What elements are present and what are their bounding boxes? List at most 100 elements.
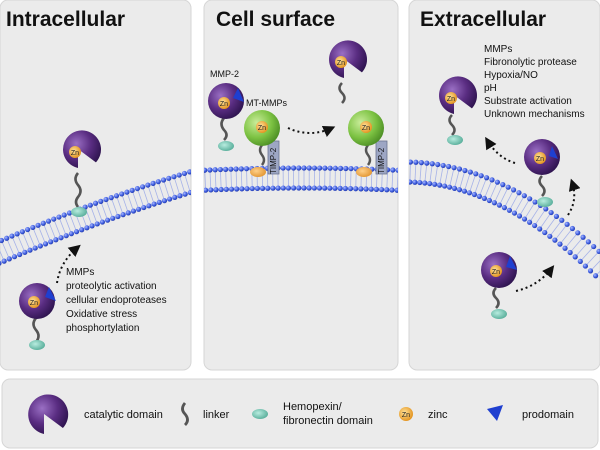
zinc-label: Zn	[337, 60, 345, 67]
lipid-head	[208, 187, 214, 193]
lipid-head	[35, 222, 41, 228]
lipid-head	[542, 229, 548, 236]
lipid-head	[280, 165, 286, 171]
lipid-head	[353, 186, 359, 192]
lipid-head	[368, 186, 374, 192]
lipid-tail	[459, 170, 466, 190]
lipid-head	[516, 190, 522, 196]
lipid-head	[476, 193, 482, 199]
lipid-tail	[580, 246, 594, 262]
lipid-head	[218, 186, 224, 193]
membrane-extracellular	[409, 159, 600, 279]
lipid-head	[141, 204, 147, 211]
lipid-head	[491, 200, 497, 206]
lipid-tail	[22, 231, 31, 251]
lipid-head	[496, 202, 503, 208]
lipid-head	[418, 160, 424, 166]
lipid-head	[27, 247, 33, 253]
list-item: pH	[484, 83, 497, 94]
extracellular-mechanism-list: MMPs Fibronolytic protease Hypoxia/NO pH…	[484, 44, 585, 120]
list-item: MMPs	[66, 267, 94, 278]
timp2-label: TIMP-2	[269, 147, 278, 174]
lipid-head	[412, 179, 418, 185]
legend-prodomain-icon	[487, 405, 503, 421]
lipid-head	[322, 185, 328, 191]
lipid-head	[532, 199, 538, 205]
lipid-head	[166, 175, 172, 181]
lipid-head	[243, 166, 250, 172]
lipid-tail	[116, 195, 124, 215]
lipid-head	[409, 159, 414, 165]
lipid-head	[466, 190, 473, 196]
lipid-head	[471, 191, 478, 198]
zinc-label: Zn	[492, 269, 500, 276]
lipid-head	[61, 212, 67, 218]
lipid-tail	[178, 174, 186, 195]
lipid-head	[217, 166, 224, 173]
lipid-tail	[63, 214, 72, 234]
lipid-head	[569, 225, 576, 232]
hemopexin-domain	[537, 197, 553, 207]
lipid-head	[585, 239, 591, 245]
lipid-tail	[559, 228, 573, 245]
lipid-tail	[419, 162, 422, 183]
lipid-tail	[469, 173, 477, 193]
lipid-head	[125, 210, 131, 216]
lipid-tail	[6, 238, 15, 257]
lipid-head	[417, 179, 423, 186]
lipid-tail	[534, 208, 547, 226]
lipid-tail	[429, 163, 433, 184]
lipid-head	[441, 183, 448, 189]
legend-catalytic-label: catalytic domain	[84, 409, 163, 421]
label-mmp2: MMP-2	[210, 69, 239, 79]
lipid-head	[204, 167, 208, 173]
lipid-tail	[549, 220, 563, 237]
lipid-head	[446, 163, 452, 170]
active-mmp-extracellular: Zn	[439, 76, 478, 145]
lipid-head	[244, 186, 250, 192]
label-mt-mmps: MT-MMPs	[246, 98, 287, 108]
lipid-tail	[554, 224, 568, 241]
lipid-tail	[11, 235, 21, 255]
lipid-head	[413, 159, 419, 165]
legend-hemopexin-label-line1: Hemopexin/	[283, 401, 343, 413]
lipid-head	[14, 231, 20, 237]
lipid-head	[84, 225, 90, 231]
lipid-tail	[121, 193, 129, 213]
lipid-head	[238, 166, 244, 172]
zinc-icon	[360, 121, 372, 133]
lipid-head	[104, 217, 111, 223]
lipid-head	[6, 256, 12, 262]
lipid-tail	[391, 169, 394, 191]
lipid-head	[124, 189, 130, 195]
prodomain	[233, 88, 244, 102]
lipid-tail	[474, 175, 482, 195]
lipid-head	[177, 193, 183, 199]
lipid-head	[451, 165, 457, 171]
lipid-head	[348, 165, 354, 172]
lipid-tail	[529, 205, 541, 223]
lipid-head	[567, 249, 573, 256]
list-item: cellular endoproteases	[66, 295, 167, 306]
lipid-head	[63, 233, 69, 239]
lipid-head	[489, 177, 495, 183]
lipid-head	[94, 221, 100, 227]
lipid-head	[322, 165, 328, 171]
lipid-tail	[204, 170, 207, 191]
lipid-head	[537, 226, 543, 232]
lipid-head	[484, 175, 490, 181]
lipid-head	[212, 167, 218, 173]
lipid-head	[337, 165, 344, 171]
lipid-head	[187, 169, 191, 175]
lipid-head	[395, 167, 398, 173]
lipid-tail	[240, 168, 243, 189]
lipid-head	[58, 235, 64, 241]
zinc-label: Zn	[71, 150, 79, 157]
lipid-head	[358, 186, 364, 192]
lipid-head	[56, 214, 62, 220]
lipid-head	[451, 185, 458, 191]
legend-linker-icon	[181, 402, 189, 426]
lipid-head	[306, 185, 312, 191]
lipid-head	[11, 254, 18, 260]
